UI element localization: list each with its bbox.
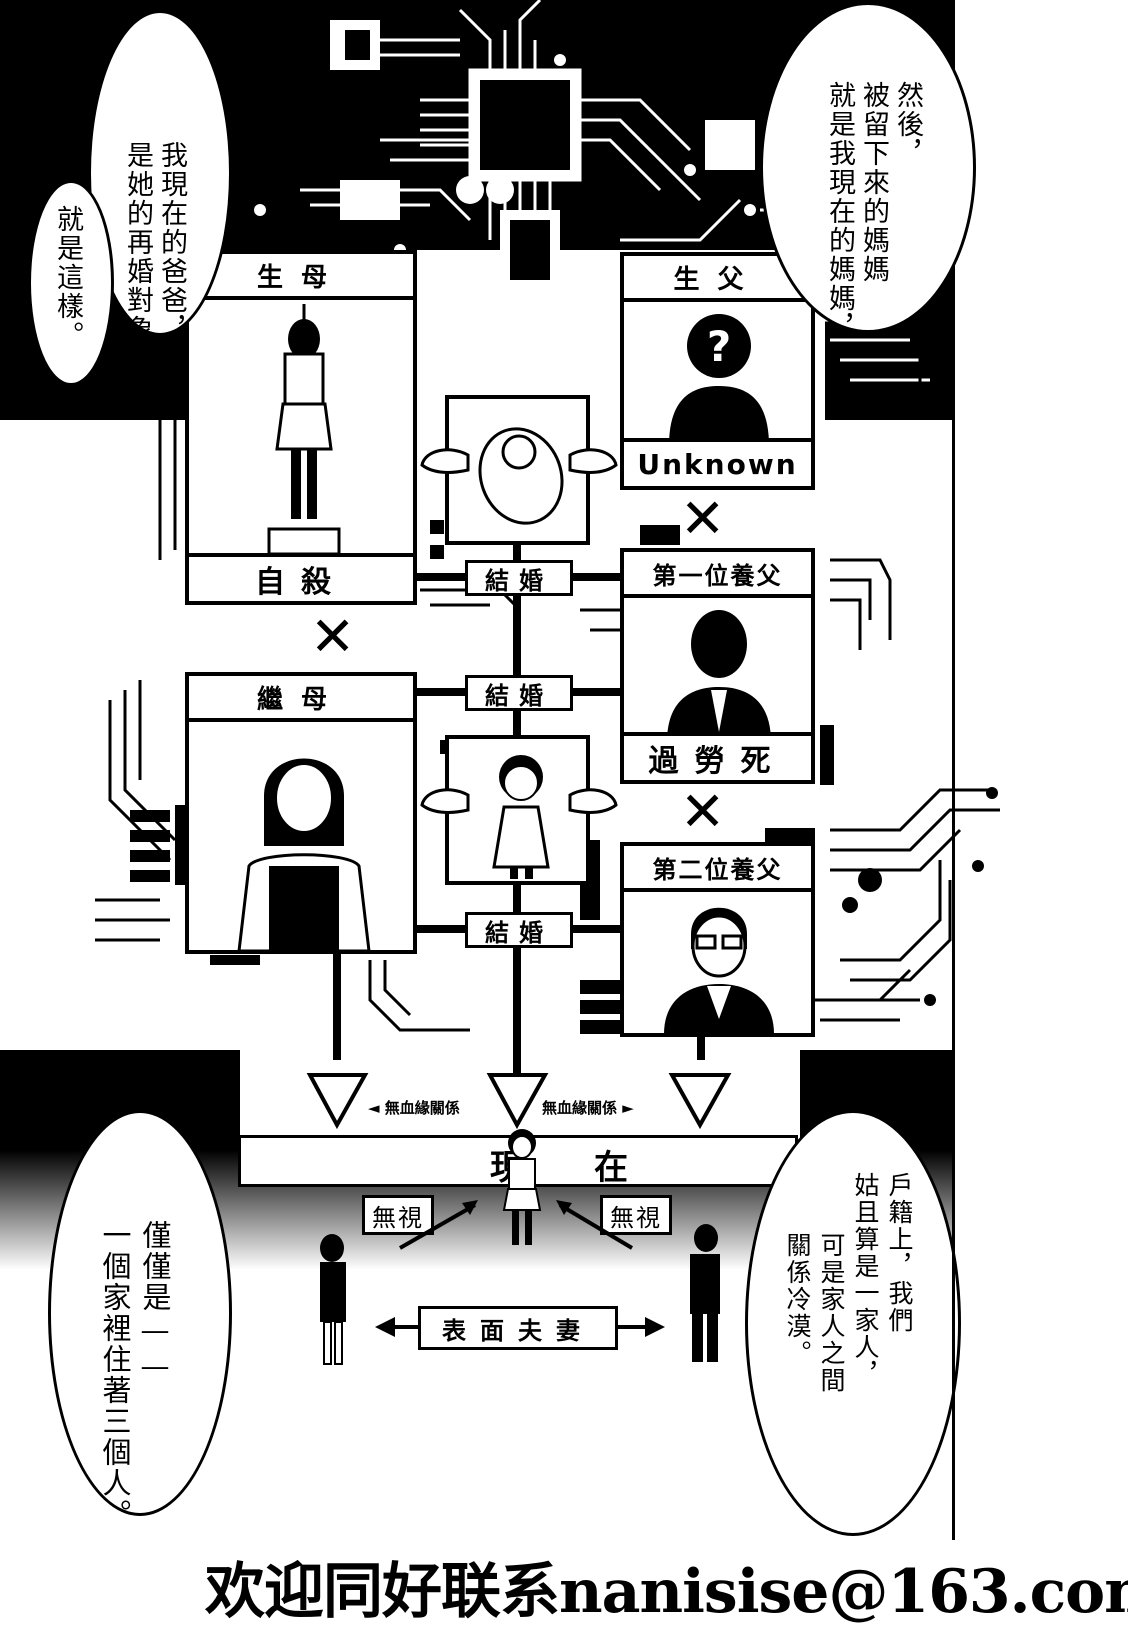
speech-bubble-top-right (760, 2, 976, 333)
speech-line-4: 關係冷漠。 (783, 1232, 812, 1367)
speech-line-1: 僅僅是—— (138, 1220, 172, 1385)
girl-icon (492, 755, 550, 879)
marriage-label-3: 結婚 (465, 912, 573, 948)
hanging-girl-figure (267, 304, 341, 554)
baby-icon (478, 427, 564, 525)
first-adoptive-father-figure (667, 610, 771, 742)
ignore-label-left: 無視 (362, 1195, 434, 1235)
stepmother-figure (237, 758, 371, 951)
connector-vertical-right (697, 1030, 705, 1060)
speech-text-top-left-small: 就是這樣。 (52, 205, 83, 350)
no-blood-relation-left: ◄ 無血緣關係 (368, 1099, 460, 1117)
panel-title: 生母 (189, 254, 413, 300)
panel-stepmother: 繼母 (185, 672, 417, 954)
speech-text-bottom-right: 戶籍上，我們 姑且算是一家人， 可是家人之間 關係冷漠。 (780, 1110, 950, 1440)
cross-mark-1: ✕ (680, 487, 726, 550)
cross-mark-3: ✕ (680, 780, 726, 843)
wing-right-icon-2 (568, 788, 618, 814)
speech-line-2: 姑且算是一家人， (851, 1172, 880, 1388)
wing-right-icon (568, 448, 618, 474)
no-blood-relation-right: 無血緣關係 ► (542, 1099, 634, 1117)
wing-left-icon-2 (420, 788, 470, 814)
speech-line-2: 是她的再婚對象。 (122, 141, 153, 373)
unknown-silhouette-icon: ? (669, 314, 769, 446)
speech-text-top-right: 然後， 被留下來的媽媽 就是我現在的媽媽， (822, 15, 958, 342)
panel-title: 第二位養父 (624, 846, 811, 892)
speech-text-bottom-left: 僅僅是—— 一個家裡住著三個人。 (95, 1148, 215, 1530)
panel-status: 自殺 (189, 553, 413, 601)
speech-bubble-bottom-right (745, 1110, 961, 1536)
present-girl-figure (502, 1129, 542, 1245)
speech-line-1: 我現在的爸爸， (156, 141, 187, 344)
present-mother-figure (320, 1234, 346, 1365)
second-adoptive-father-figure (664, 907, 774, 1034)
speech-bubble-bottom-left (48, 1110, 232, 1516)
present-father-figure (690, 1224, 720, 1362)
connector-vertical-left (333, 950, 341, 1060)
panel-second-adoptive-father: 第二位養父 (620, 842, 815, 1037)
speech-bubble-top-left-small (28, 180, 114, 386)
speech-text-top-left: 我現在的爸爸， 是她的再婚對象。 (120, 75, 222, 373)
speech-line-3: 可是家人之間 (817, 1232, 846, 1394)
panel-title: 繼母 (189, 676, 413, 722)
cross-mark-2: ✕ (310, 605, 356, 668)
panel-status: Unknown (624, 438, 811, 486)
panel-title: 第一位養父 (624, 552, 811, 598)
speech-line-1: 然後， (892, 81, 923, 168)
speech-line-1: 戶籍上，我們 (885, 1172, 914, 1334)
wing-left-icon (420, 448, 470, 474)
surface-couple-label: 表面夫妻 (418, 1306, 618, 1350)
panel-first-adoptive-father: 第一位養父 過勞死 (620, 548, 815, 784)
marriage-label-2: 結婚 (465, 675, 573, 711)
page-edge-line (952, 420, 955, 1540)
ignore-label-right: 無視 (600, 1195, 672, 1235)
panel-birth-mother: 生母 自殺 (185, 250, 417, 605)
speech-line-3: 就是我現在的媽媽， (824, 81, 855, 342)
speech-line-2: 一個家裡住著三個人。 (98, 1220, 132, 1530)
marriage-label-1: 結婚 (465, 560, 573, 596)
chip-code-label: A402 (822, 370, 833, 396)
svg-text:?: ? (707, 322, 731, 371)
panel-status: 過勞死 (624, 732, 811, 780)
speech-line-2: 被留下來的媽媽 (858, 81, 889, 284)
watermark-text: 欢迎同好联系nanisise@163.com (205, 1557, 1128, 1627)
